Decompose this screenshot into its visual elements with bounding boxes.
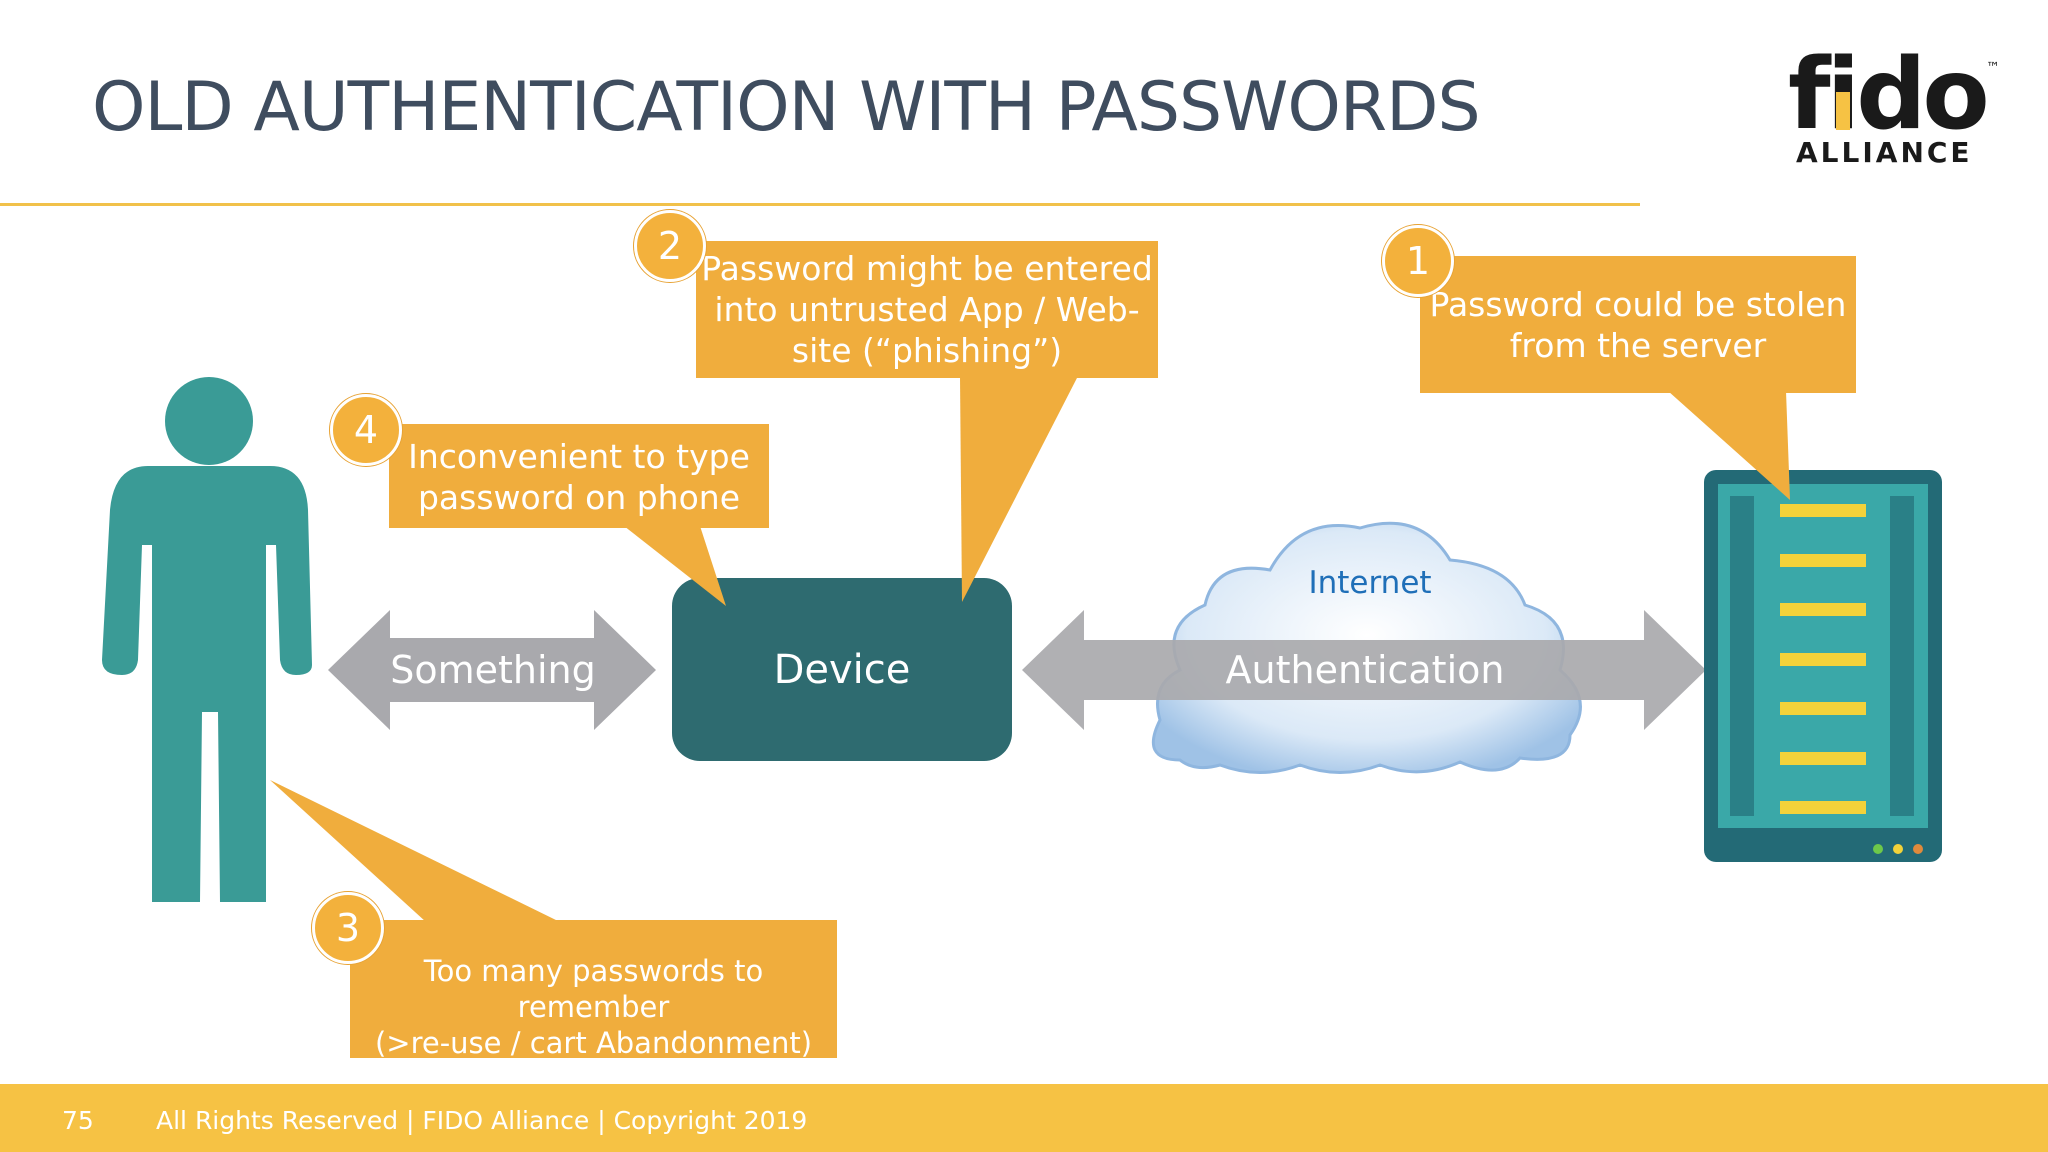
authentication-label: Authentication [1225,648,1505,692]
footer-bar: 75 All Rights Reserved | FIDO Alliance |… [0,1084,2048,1152]
callout-2-line: site (“phishing”) [791,331,1063,370]
fido-alliance-logo: fido ™ ALLIANCE [1788,40,2000,169]
callout-1-shape [1420,256,1856,500]
callout-1-line: Password could be stolen [1429,285,1847,324]
footer-copyright: All Rights Reserved | FIDO Alliance | Co… [156,1106,808,1135]
badge-4: 4 [330,394,402,466]
callout-4-text: Inconvenient to type password on phone [389,436,769,518]
device-box [672,578,1012,761]
title-divider [0,203,1640,206]
callout-2-line: Password might be entered [701,249,1153,288]
callout-4-line: password on phone [417,478,741,517]
logo-trademark: ™ [1986,60,2000,76]
callout-3-line: Too many passwords to remember [423,954,764,1024]
badge-2: 2 [634,210,706,282]
user-person-icon [102,377,312,902]
callout-1-text: Password could be stolen from the server [1422,284,1854,366]
callout-4-line: Inconvenient to type [408,437,750,476]
callout-2-line: into untrusted App / Web- [714,290,1140,329]
callout-1-line: from the server [1509,326,1767,365]
callout-3-shape [270,780,837,1058]
callout-2-text: Password might be entered into untrusted… [698,248,1156,371]
device-label: Device [773,647,911,693]
something-arrow [328,610,656,730]
badge-3: 3 [312,892,384,964]
server-icon [1704,470,1942,862]
something-label: Something [390,648,596,692]
callout-2-shape [696,241,1158,602]
callout-4-shape [389,424,769,606]
internet-label: Internet [1308,565,1432,601]
page-title: OLD AUTHENTICATION WITH PASSWORDS [92,68,1481,147]
logo-accent [1836,92,1850,130]
callout-3-text: Too many passwords to remember (>re-use … [350,953,837,1061]
page-number: 75 [62,1106,94,1135]
logo-subtitle: ALLIANCE [1796,136,1973,169]
badge-1: 1 [1382,225,1454,297]
authentication-arrow [1022,610,1706,730]
callout-3-line: (>re-use / cart Abandonment) [374,1026,813,1060]
logo-wordmark: fido [1788,40,1986,152]
